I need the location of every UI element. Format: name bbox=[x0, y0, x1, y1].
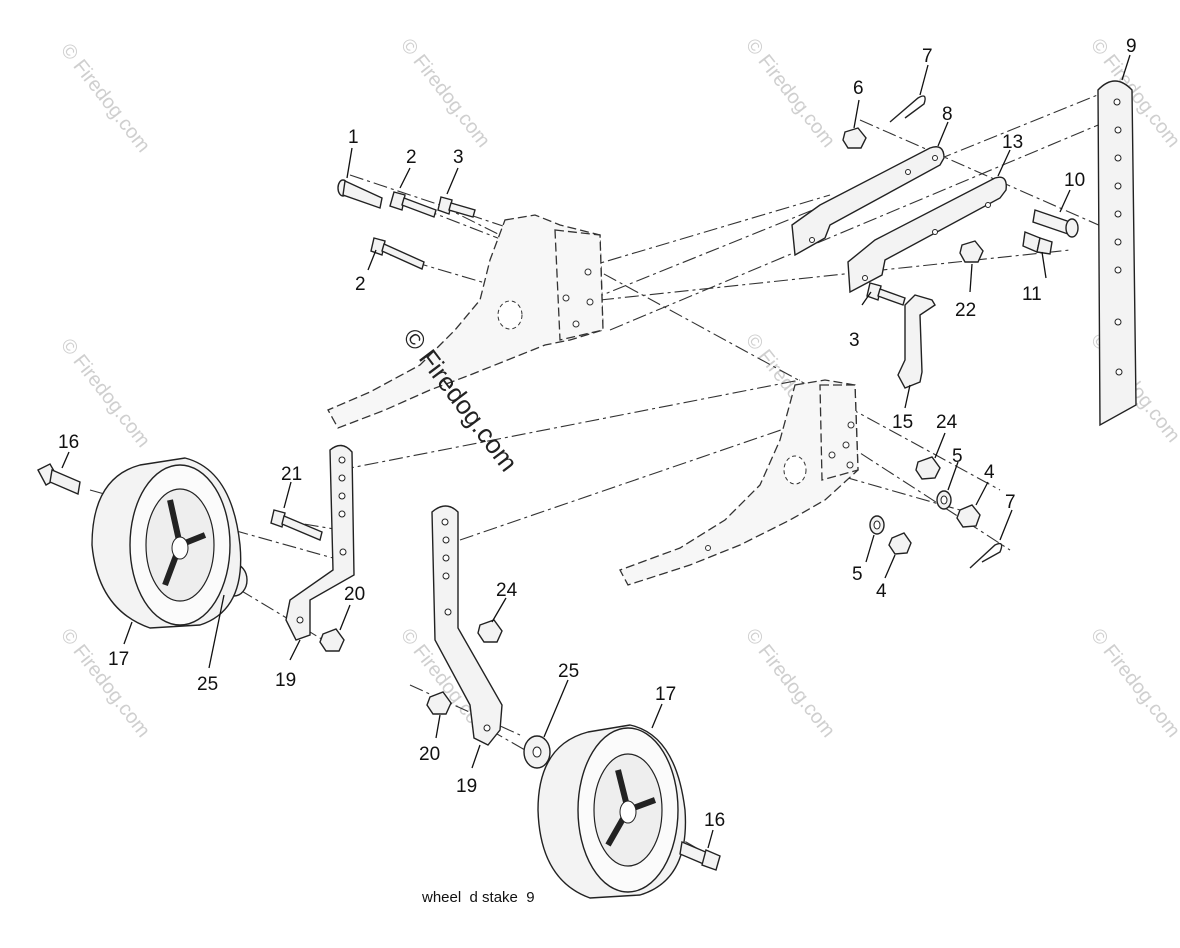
nut-4-lower bbox=[888, 532, 912, 555]
bolt-1 bbox=[337, 179, 383, 209]
callout-7: 7 bbox=[1005, 492, 1016, 513]
callout-16: 16 bbox=[58, 432, 79, 453]
wheel-right bbox=[537, 724, 687, 899]
bolt-2-upper bbox=[389, 191, 437, 218]
nut-4-upper bbox=[956, 504, 981, 528]
watermark: © Firedog.com bbox=[56, 625, 154, 742]
callout-16: 16 bbox=[704, 810, 725, 831]
callout-25: 25 bbox=[197, 674, 218, 695]
callout-24: 24 bbox=[936, 412, 958, 433]
screw-11 bbox=[1022, 231, 1053, 255]
callout-8: 8 bbox=[942, 104, 953, 125]
callout-11: 11 bbox=[1022, 284, 1042, 305]
callout-6: 6 bbox=[853, 78, 864, 99]
nut-20-right bbox=[426, 691, 452, 715]
callout-3: 3 bbox=[849, 330, 860, 351]
washer-25-right bbox=[523, 735, 551, 769]
hair-pin-upper bbox=[889, 95, 926, 123]
wheel-bracket-right bbox=[431, 505, 503, 746]
callout-3: 3 bbox=[453, 147, 464, 168]
nut-20-left bbox=[319, 628, 345, 652]
nut-24-right bbox=[915, 456, 941, 480]
callout-21: 21 bbox=[281, 464, 302, 485]
shoulder-bolt-right bbox=[679, 841, 721, 871]
bolt-2-lower bbox=[370, 237, 425, 270]
callout-10: 10 bbox=[1064, 170, 1085, 191]
callout-4: 4 bbox=[876, 581, 887, 602]
watermark: © Firedog.com bbox=[396, 35, 494, 152]
wheel-bracket-left bbox=[285, 444, 355, 641]
callout-5: 5 bbox=[852, 564, 863, 585]
callout-5: 5 bbox=[952, 446, 963, 467]
callout-2: 2 bbox=[355, 274, 366, 295]
callout-17: 17 bbox=[108, 649, 129, 670]
tiller-frame-left bbox=[327, 214, 604, 429]
nut-22 bbox=[959, 240, 984, 263]
nut-6 bbox=[842, 127, 867, 149]
callout-2: 2 bbox=[406, 147, 417, 168]
bolt-21 bbox=[270, 509, 323, 541]
callout-15: 15 bbox=[892, 412, 913, 433]
stake-bracket-13 bbox=[847, 176, 1007, 294]
stake-bracket-8 bbox=[791, 146, 945, 257]
callout-9: 9 bbox=[1126, 36, 1137, 57]
callout-20: 20 bbox=[344, 584, 365, 605]
nut-24-left bbox=[477, 619, 503, 643]
callout-22: 22 bbox=[955, 300, 976, 321]
leader-lines bbox=[61, 54, 1131, 849]
tiller-frame-right bbox=[619, 379, 859, 586]
callouts: 1 2 3 2 3 6 7 8 9 13 10 11 22 15 24 5 4 … bbox=[58, 36, 1137, 831]
callout-24: 24 bbox=[496, 580, 518, 601]
watermark: © Firedog.com bbox=[1086, 625, 1180, 742]
bolt-3-upper bbox=[437, 196, 476, 218]
bolt-3-lower bbox=[866, 282, 906, 306]
hair-pin-lower bbox=[969, 542, 1003, 569]
callout-13: 13 bbox=[1002, 132, 1023, 153]
washer-5-lower bbox=[869, 515, 885, 535]
callout-7: 7 bbox=[922, 46, 933, 67]
diagram-caption: wheel d stake 9 bbox=[421, 889, 535, 906]
callout-17: 17 bbox=[655, 684, 676, 705]
washer-5-upper bbox=[936, 490, 952, 510]
callout-1: 1 bbox=[348, 127, 359, 148]
watermark: © Firedog.com bbox=[741, 625, 839, 742]
callout-20: 20 bbox=[419, 744, 440, 765]
stake-clip bbox=[897, 294, 936, 389]
callout-4: 4 bbox=[984, 462, 995, 483]
callout-19: 19 bbox=[275, 670, 296, 691]
wheel-left bbox=[91, 457, 242, 629]
depth-stake bbox=[1097, 80, 1137, 427]
shoulder-bolt-left bbox=[37, 463, 81, 495]
callout-19: 19 bbox=[456, 776, 477, 797]
pin-10 bbox=[1032, 209, 1079, 238]
callout-25: 25 bbox=[558, 661, 579, 682]
watermark: © Firedog.com bbox=[741, 35, 839, 152]
watermark: © Firedog.com bbox=[56, 40, 154, 157]
